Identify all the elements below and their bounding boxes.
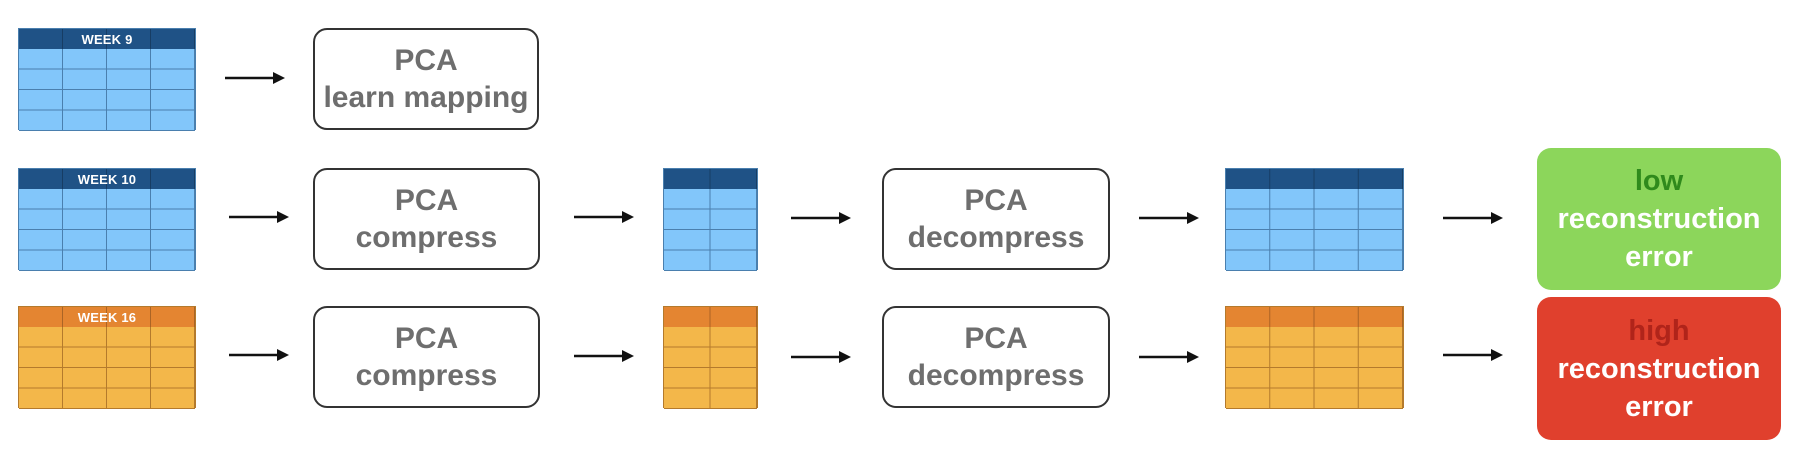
arrow-icon: [1139, 351, 1199, 363]
week9-table-header: WEEK 9: [19, 29, 195, 49]
arrow-icon: [791, 351, 851, 363]
high-reconstruction-error-badge: high reconstruction error: [1537, 297, 1781, 440]
pca-compress-box: PCA compress: [313, 306, 540, 408]
arrow-icon: [229, 211, 289, 223]
compressed-table-grid: [664, 189, 757, 271]
pca-box-subtitle: decompress: [907, 221, 1085, 254]
arrow-icon: [1139, 212, 1199, 224]
reconstructed-table-grid: [1226, 327, 1403, 409]
arrow-icon: [574, 211, 634, 223]
reconstructed-table-grid: [1226, 189, 1403, 271]
week16-table-header: WEEK 16: [19, 307, 195, 327]
compressed-table-header: [664, 169, 757, 189]
pca-box-title: PCA: [394, 184, 459, 217]
pca-box-subtitle: decompress: [907, 359, 1085, 392]
week10-table: WEEK 10: [18, 168, 196, 271]
error-text-line1: reconstruction: [1557, 352, 1761, 385]
error-text-line2: error: [1625, 241, 1693, 273]
arrow-icon: [1443, 212, 1503, 224]
error-text-line1: reconstruction: [1557, 203, 1761, 235]
error-level-label: high: [1628, 314, 1690, 347]
pca-decompress-box: PCA decompress: [882, 168, 1110, 270]
week16-table-grid: [19, 327, 195, 409]
error-level-label: low: [1634, 165, 1684, 197]
week9-table-grid: [19, 49, 195, 131]
week16-table: WEEK 16: [18, 306, 196, 409]
arrow-icon: [1443, 349, 1503, 361]
week10-table-header: WEEK 10: [19, 169, 195, 189]
pca-box-title: PCA: [394, 322, 459, 355]
compressed-table: [663, 168, 758, 271]
compressed-table: [663, 306, 758, 409]
week10-table-grid: [19, 189, 195, 271]
pca-box-title: PCA: [964, 184, 1028, 217]
arrow-icon: [574, 350, 634, 362]
compressed-table-header: [664, 307, 757, 327]
arrow-icon: [791, 212, 851, 224]
error-text-line2: error: [1625, 390, 1693, 423]
pca-decompress-box: PCA decompress: [882, 306, 1110, 408]
pca-box-subtitle: learn mapping: [323, 81, 529, 114]
pca-box-title: PCA: [964, 322, 1028, 355]
reconstructed-table: [1225, 168, 1404, 271]
arrow-icon: [225, 72, 285, 84]
reconstructed-table-header: [1226, 307, 1403, 327]
week9-table: WEEK 9: [18, 28, 196, 131]
reconstructed-table-header: [1226, 169, 1403, 189]
reconstructed-table: [1225, 306, 1404, 409]
pca-box-subtitle: compress: [355, 221, 498, 254]
arrow-icon: [229, 349, 289, 361]
low-reconstruction-error-badge: low reconstruction error: [1537, 148, 1781, 290]
pca-box-title: PCA: [394, 44, 458, 77]
compressed-table-grid: [664, 327, 757, 409]
pca-box-subtitle: compress: [355, 359, 498, 392]
pca-compress-box: PCA compress: [313, 168, 540, 270]
pca-learn-mapping-box: PCA learn mapping: [313, 28, 539, 130]
